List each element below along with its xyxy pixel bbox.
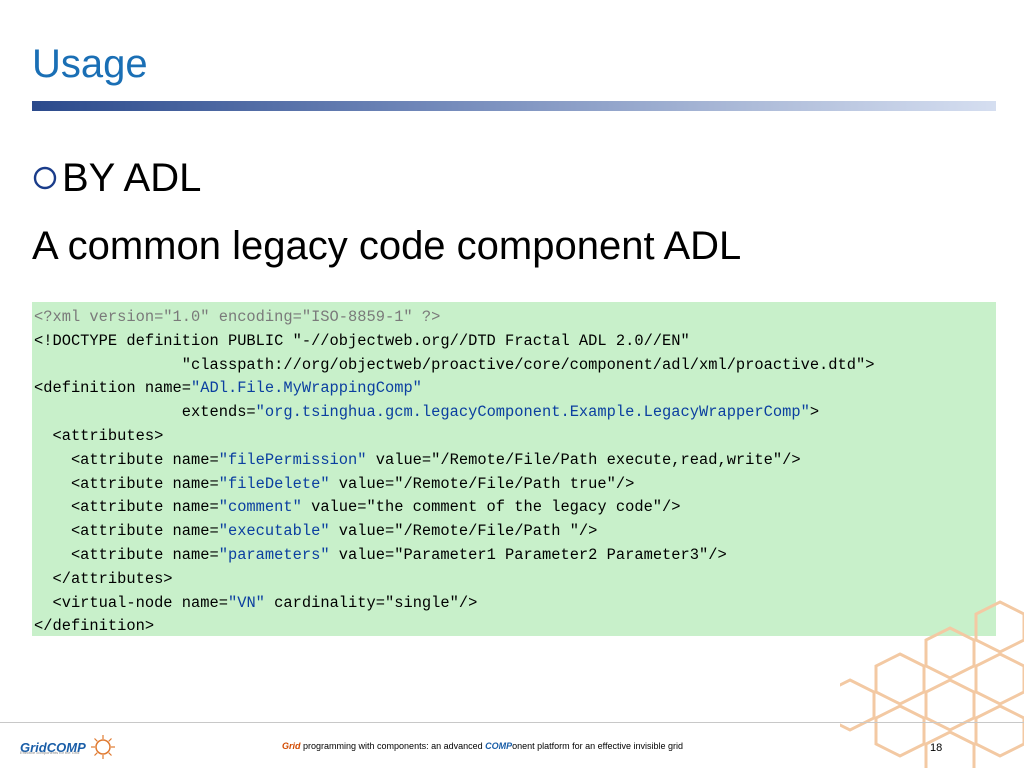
bullet-item: BY ADL — [32, 158, 201, 198]
code-line: "classpath://org/objectweb/proactive/cor… — [34, 355, 875, 374]
code-line: <attribute name="comment" value="the com… — [34, 498, 681, 517]
code-line: <!DOCTYPE definition PUBLIC "-//objectwe… — [34, 331, 690, 350]
code-line: <attribute name="executable" value="/Rem… — [34, 522, 598, 541]
slide-title: Usage — [32, 42, 148, 86]
logo-grid-text: Grid — [20, 739, 47, 755]
ring-bullet-icon — [33, 166, 57, 190]
footer-divider — [0, 722, 1024, 723]
code-line: <attribute name="fileDelete" value="/Rem… — [34, 474, 635, 493]
code-line: extends="org.tsinghua.gcm.legacyComponen… — [34, 403, 820, 422]
gridcomp-logo: GridCOMP Effective components for the Gr… — [20, 734, 116, 760]
code-line: <definition name="ADl.File.MyWrappingCom… — [34, 379, 422, 398]
code-line: </definition> — [34, 617, 155, 636]
logo-comp-text: COMP — [46, 739, 86, 755]
sun-logo-icon — [90, 735, 115, 759]
slide-subtitle: A common legacy code component ADL — [32, 224, 742, 268]
code-line: <attributes> — [34, 426, 164, 445]
code-line: <attribute name="parameters" value="Para… — [34, 545, 727, 564]
footer-caption: Grid programming with components: an adv… — [282, 741, 684, 751]
code-line: <attribute name="filePermission" value="… — [34, 450, 801, 469]
logo-tagline: Effective components for the Grid — [20, 750, 80, 755]
bullet-text: BY ADL — [62, 156, 202, 200]
code-line: </attributes> — [34, 569, 173, 588]
hexagon-pattern-decoration — [840, 600, 1024, 768]
page-number: 18 — [930, 742, 943, 754]
code-line: <?xml version="1.0" encoding="ISO-8859-1… — [34, 308, 441, 326]
code-line: <virtual-node name="VN" cardinality="sin… — [34, 593, 478, 612]
code-block: <?xml version="1.0" encoding="ISO-8859-1… — [32, 302, 996, 636]
title-divider — [32, 101, 996, 111]
